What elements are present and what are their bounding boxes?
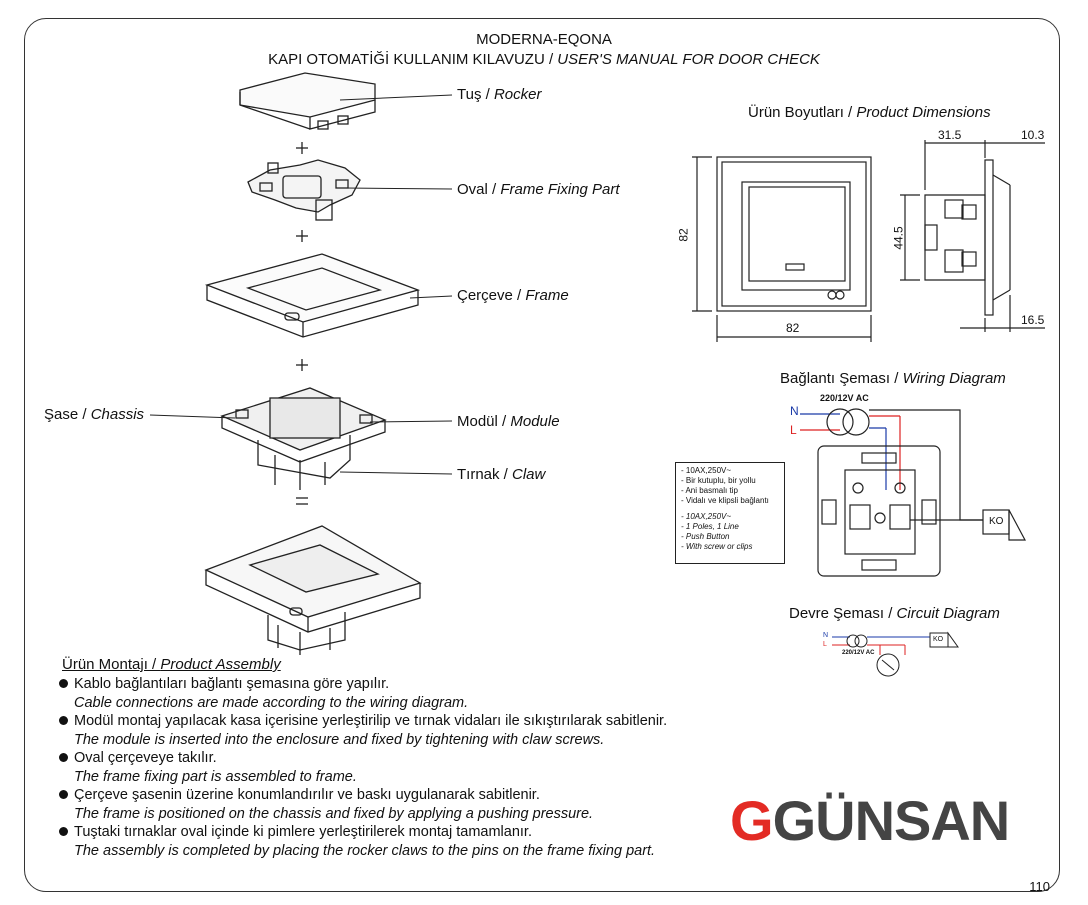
list-item: Oval çerçeveye takılır. [57,749,667,768]
part-label-frame-fixing: Oval / Frame Fixing Part [457,181,620,198]
list-item-en: The frame fixing part is assembled to fr… [74,768,357,785]
list-item: Modül montaj yapılacak kasa içerisine ye… [57,712,667,731]
circuit-l-label: L [823,641,827,648]
wiring-l-label: L [790,423,797,437]
list-item-en: The assembly is completed by placing the… [74,842,656,859]
circuit-title: Devre Şeması / Circuit Diagram [789,605,1000,622]
circuit-n-label: N [823,632,829,639]
part-label-rocker: Tuş / Rocker [457,86,542,103]
list-item: Tuştaki tırnaklar oval içinde ki pimlere… [57,823,667,842]
page-border [24,18,1060,892]
dim-depth-bottom: 16.5 [1021,313,1045,327]
dim-depth-right: 10.3 [1021,128,1045,142]
wiring-ko: KO [989,516,1004,527]
list-item: Çerçeve şasenin üzerine konumlandırılır … [57,786,667,805]
wiring-voltage: 220/12V AC [820,393,869,403]
page-number: 110 [1029,879,1050,894]
list-item-en: Cable connections are made according to … [74,694,469,711]
assembly-steps: Kablo bağlantıları bağlantı şemasına gör… [57,675,667,860]
list-item: Kablo bağlantıları bağlantı şemasına gör… [57,675,667,694]
dimensions-title: Ürün Boyutları / Product Dimensions [748,104,991,121]
gunsan-logo: GGÜNSAN [730,789,1010,852]
part-label-claw: Tırnak / Claw [457,466,546,483]
specs-box: - 10AX,250V~ - Bir kutuplu, bir yollu - … [675,462,785,564]
list-item-en: The module is inserted into the enclosur… [74,731,605,748]
dim-depth-top: 31.5 [938,128,962,142]
assembly-title: Ürün Montajı / Product Assembly [62,656,281,673]
doc-subtitle: KAPI OTOMATİĞİ KULLANIM KILAVUZU / USER'… [268,51,820,68]
part-label-frame: Çerçeve / Frame [457,287,569,304]
circuit-voltage: 220/12V AC [842,650,875,656]
wiring-title: Bağlantı Şeması / Wiring Diagram [780,370,1006,387]
part-label-chassis: Şase / Chassis [44,406,145,423]
wiring-n-label: N [790,404,799,418]
dim-width: 82 [786,321,800,335]
part-label-module: Modül / Module [457,413,560,430]
circuit-ko: KO [933,636,944,643]
list-item-en: The frame is positioned on the chassis a… [74,805,594,822]
doc-title: MODERNA-EQONA [476,31,612,48]
